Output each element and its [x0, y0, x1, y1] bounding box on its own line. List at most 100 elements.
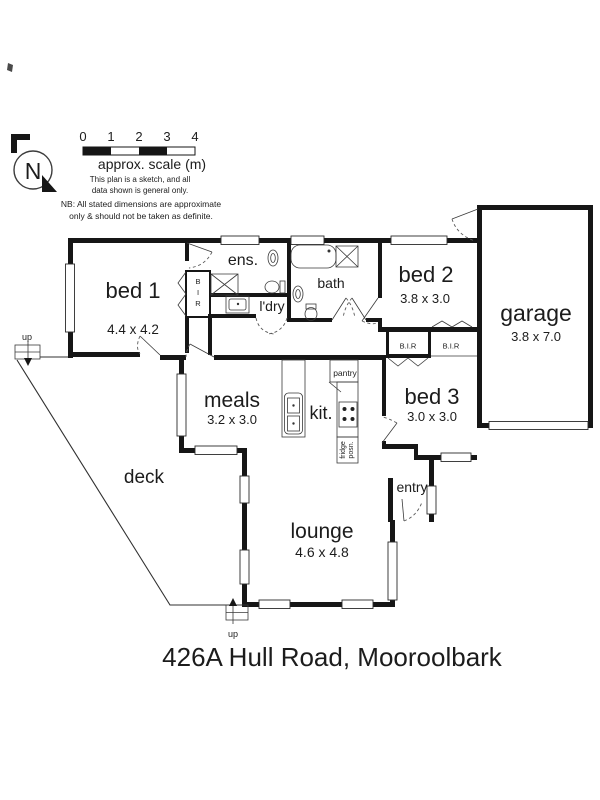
north-letter: N	[25, 158, 42, 184]
basin-bath	[292, 285, 304, 303]
disclaimer-line: only & should not be taken as definite.	[69, 211, 213, 221]
room-dims-garage: 3.8 x 7.0	[511, 329, 561, 344]
window	[176, 373, 187, 437]
room-dims-bed1: 4.4 x 4.2	[107, 322, 159, 337]
door-leaf	[189, 343, 215, 358]
fridge-label-line1: fridge	[340, 441, 347, 459]
door-swing	[255, 317, 275, 335]
window	[194, 445, 238, 455]
bench-right	[336, 381, 359, 438]
cooktop-burner	[350, 407, 355, 411]
window	[290, 235, 325, 245]
door-swing	[403, 501, 423, 522]
scale-tick: 3	[163, 129, 170, 144]
bifold-doors-bed1-robe	[177, 271, 187, 317]
toilet-ensuite	[264, 280, 286, 294]
window	[390, 235, 448, 245]
room-dims-meals: 3.2 x 3.0	[207, 412, 257, 427]
room-dims-lounge: 4.6 x 4.8	[295, 544, 349, 560]
up-label-top: up	[22, 332, 32, 342]
scale-bar: 0 1 2 3 4	[79, 129, 199, 156]
windows	[65, 235, 589, 609]
door-swing	[137, 335, 141, 355]
kitchen-bench	[281, 359, 359, 438]
basin-ensuite-bowl	[270, 253, 276, 263]
door-leaf	[381, 422, 398, 444]
cooktop-burner	[342, 417, 347, 421]
room-label-entry: entry	[396, 479, 427, 495]
door-leaf	[139, 335, 161, 356]
robe-letter: B	[195, 277, 200, 286]
room-label-bed1: bed 1	[105, 278, 160, 303]
room-label-laundry: l'dry	[259, 298, 284, 314]
deck-outline	[16, 356, 242, 606]
window	[387, 541, 398, 601]
window	[341, 599, 374, 609]
trough-frame	[225, 295, 250, 314]
room-label-bed2: bed 2	[398, 262, 453, 287]
doors	[137, 208, 479, 522]
door-swing	[185, 343, 191, 358]
window	[239, 549, 250, 585]
toilet-bowl	[304, 307, 318, 321]
kitchen-sink	[284, 392, 303, 435]
door-swing	[381, 416, 398, 424]
bifold-doors-bed3-robe	[387, 357, 429, 367]
room-label-deck: deck	[124, 467, 165, 488]
room-label-bath: bath	[317, 275, 344, 291]
room-label-kitchen: kit.	[309, 403, 332, 423]
basin-ensuite	[267, 249, 279, 267]
scale-tick: 2	[135, 129, 142, 144]
fridge-box	[336, 436, 359, 464]
toilet-tank	[305, 303, 317, 310]
robe-label-bed2: B.I.R	[443, 342, 460, 351]
trough-tap	[236, 302, 240, 306]
door-swing	[342, 297, 356, 319]
room-label-bed3: bed 3	[404, 384, 459, 409]
window	[239, 475, 250, 504]
north-arrow-corner	[11, 134, 30, 153]
window	[258, 599, 291, 609]
double-door-leaves	[331, 297, 367, 321]
bathtub	[290, 244, 337, 269]
bathtub-tap	[327, 249, 331, 253]
toilet-bowl	[264, 280, 280, 294]
pantry-box	[329, 359, 359, 383]
robe-letter: R	[195, 299, 201, 308]
fridge-label-line2: posn.	[348, 441, 355, 458]
door-leaf	[361, 297, 379, 322]
cooktop-burner	[342, 407, 347, 411]
bifold-doors-bed2-robe	[431, 320, 473, 328]
entry-door-leaf	[401, 498, 405, 522]
window	[65, 263, 75, 333]
steps-arrow-head	[24, 358, 32, 366]
door-swing	[451, 218, 476, 242]
bathtub-rim	[290, 244, 337, 269]
sink-tap	[292, 422, 295, 425]
door-leaf	[186, 242, 213, 253]
print-artifact	[7, 63, 13, 72]
room-label-meals: meals	[204, 389, 260, 412]
cooktop-burner	[350, 417, 355, 421]
cooktop	[338, 401, 358, 428]
bench-left	[281, 359, 306, 438]
room-label-garage: garage	[500, 300, 572, 326]
steps-bottom	[225, 598, 249, 624]
window	[220, 235, 260, 245]
scale-tick: 0	[79, 129, 86, 144]
robe-letter: I	[197, 288, 199, 297]
window	[426, 485, 437, 515]
basin-bath-bowl	[295, 289, 301, 299]
disclaimer-line: data shown is general only.	[92, 186, 188, 195]
robe-label-bed3: B.I.R	[400, 342, 417, 351]
up-label-bottom: up	[228, 629, 238, 639]
toilet-bath	[304, 303, 318, 321]
door-swing	[188, 251, 213, 269]
scale-tick: 4	[191, 129, 198, 144]
shower-ensuite	[210, 273, 239, 296]
door-swing	[361, 320, 379, 325]
sink-bowl	[287, 415, 300, 432]
scale-caption: approx. scale (m)	[98, 156, 206, 172]
room-label-ensuite: ens.	[228, 252, 258, 269]
